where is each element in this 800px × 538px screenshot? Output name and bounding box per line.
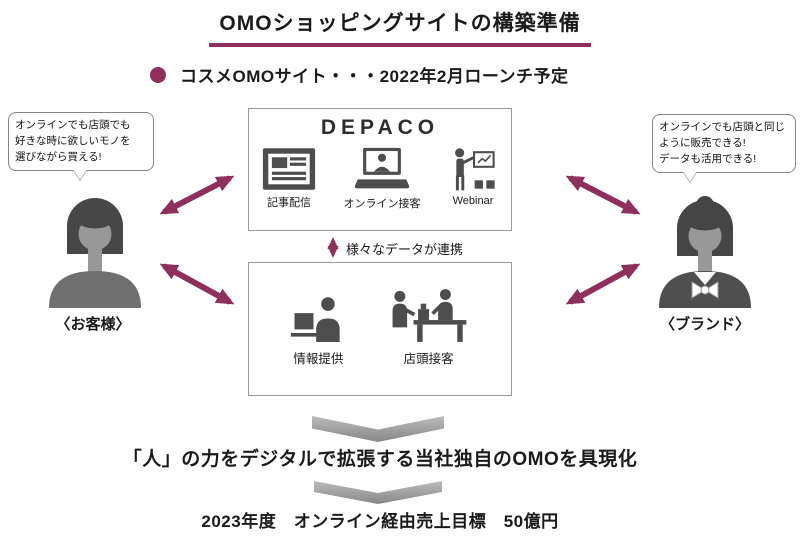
store-service-item: 店頭接客 [388, 289, 470, 367]
bubble-line: オンラインでも店頭でも [15, 119, 131, 131]
brand-avatar-icon [659, 196, 751, 308]
store-channel-box: 情報提供 店頭接客 [248, 262, 512, 396]
double-arrow-brand-online [565, 175, 641, 215]
article-delivery-item: 記事配信 [262, 147, 316, 211]
double-arrow-customer-online [159, 175, 235, 215]
brand-label: 〈ブランド〉 [659, 316, 750, 333]
online-items-row: 記事配信 オンライン接客 [249, 140, 511, 211]
store-service-label: 店頭接客 [403, 352, 454, 366]
bullet-icon [150, 66, 166, 83]
customer-avatar-icon [49, 198, 141, 308]
bubble-line: 選びながら買える! [15, 150, 102, 163]
online-service-item: オンライン接客 [344, 147, 421, 211]
store-counter-icon [392, 289, 467, 342]
bubble-line: ように販売できる! [659, 136, 746, 149]
brand-avatar [650, 192, 760, 308]
webinar-label: Webinar [452, 195, 494, 207]
online-channel-box: DEPACO 記事配信 [248, 108, 512, 231]
webinar-icon [455, 148, 495, 191]
customer-speech-bubble: オンラインでも店頭でも 好きな時に欲しいモノを 選びながら買える! [8, 112, 154, 182]
webinar-item: Webinar [448, 147, 498, 211]
customer-avatar [40, 192, 150, 308]
customer-label: 〈お客様〉 [55, 316, 131, 333]
bubble-line: データも活用できる! [659, 152, 757, 165]
article-delivery-label: 記事配信 [267, 197, 311, 209]
online-service-label: オンライン接客 [343, 198, 421, 210]
chevron-down-icon [314, 481, 442, 504]
person-laptop-icon [291, 297, 341, 342]
info-provision-item: 情報提供 [290, 295, 346, 367]
page-title-wrap: OMOショッピングサイトの構築準備 [0, 7, 800, 47]
bubble-line: 好きな時に欲しいモノを [15, 134, 131, 147]
laptop-person-icon [354, 147, 410, 189]
subtitle-text: コスメOMOサイト・・・2022年2月ローンチ予定 [180, 67, 569, 86]
bubble-line: オンラインでも店頭と同じ [659, 121, 785, 133]
double-arrow-brand-store [565, 263, 641, 305]
info-provision-label: 情報提供 [293, 352, 344, 366]
double-arrow-customer-store [159, 263, 235, 305]
offline-items-row: 情報提供 店頭接客 [249, 263, 511, 367]
chevron-down-icon [312, 416, 444, 442]
statement-omo: 「人」の力をデジタルで拡張する当社独自のOMOを具現化 [122, 449, 638, 470]
article-icon [262, 148, 316, 190]
subtitle-row: コスメOMOサイト・・・2022年2月ローンチ予定 [150, 62, 569, 87]
brand-speech-bubble: オンラインでも店頭と同じ ように販売できる! データも活用できる! [652, 114, 796, 184]
depaco-logo: DEPACO [320, 116, 440, 139]
page-title: OMOショッピングサイトの構築準備 [209, 7, 591, 47]
statement-sales-target: 2023年度 オンライン経由売上目標 50億円 [201, 512, 559, 531]
data-link-label: 様々なデータが連携 [346, 242, 464, 257]
